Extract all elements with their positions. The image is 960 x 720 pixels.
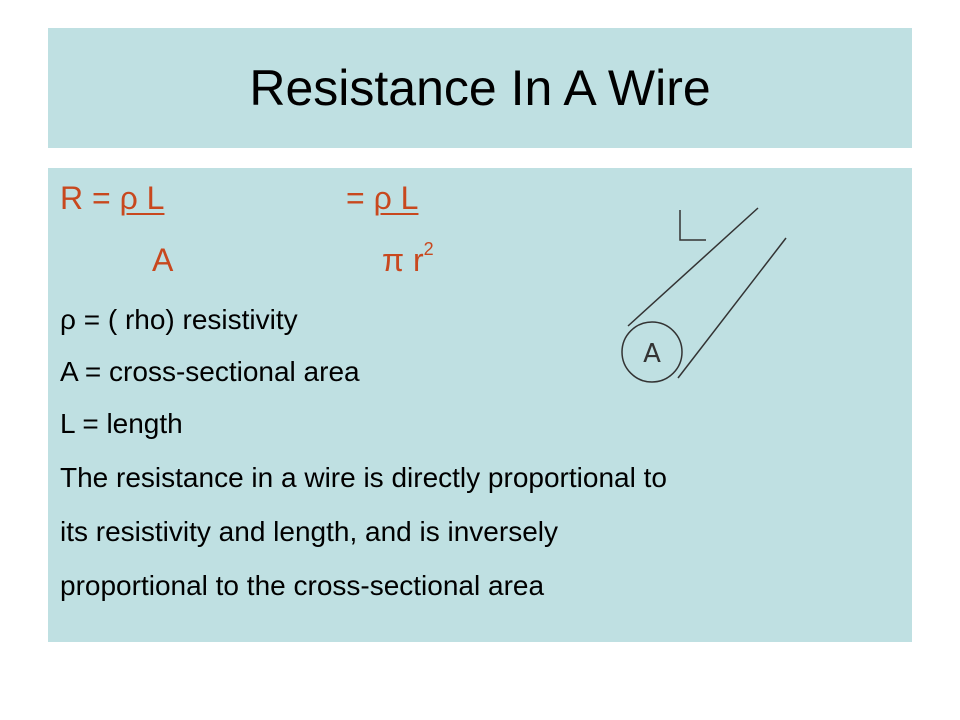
cross-section-label: A [643,339,661,369]
definition-length: L = length [60,408,183,439]
formula-left-denominator: A [152,242,174,278]
formula-right-numerator-row: = ρ L [346,180,418,217]
length-marker-icon [679,210,706,241]
slide-title: Resistance In A Wire [249,60,711,116]
formula-exponent: 2 [423,239,434,260]
formula-right-denominator: π r2 [382,239,434,279]
definition-rho: ρ = ( rho) resistivity [60,304,298,335]
formula-equals: = [346,180,374,216]
wire-diagram: A [621,207,787,383]
formula-prefix: R = [60,180,120,216]
wire-edge-lower [677,237,787,379]
explanation-line-1: The resistance in a wire is directly pro… [60,462,667,493]
formula-right-numerator: ρ L [373,180,419,216]
title-panel: Resistance In A Wire [48,28,912,148]
cross-section-circle-icon [621,321,683,383]
formula-left-numerator: ρ L [119,180,165,216]
explanation-line-2: its resistivity and length, and is inver… [60,516,558,547]
formula-left-numerator-row: R = ρ L [60,180,164,217]
definition-area: A = cross-sectional area [60,356,360,387]
explanation-line-3: proportional to the cross-sectional area [60,570,545,601]
content-panel: R = ρ L = ρ L A π r2 ρ = ( rho) resistiv… [48,168,912,642]
wire-edge-upper [627,207,759,327]
formula-right-denominator-base: π r [382,242,424,278]
